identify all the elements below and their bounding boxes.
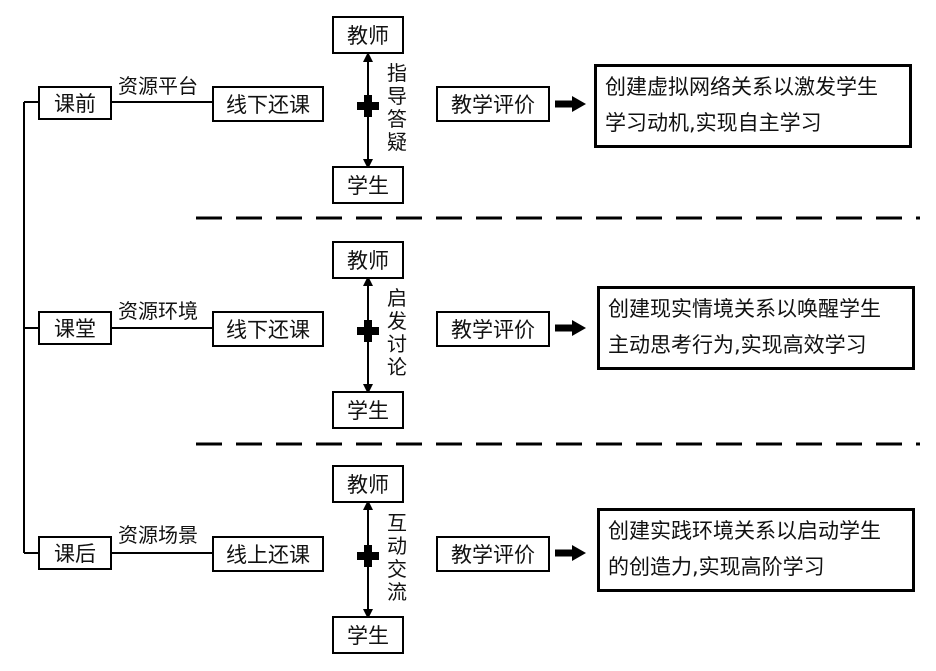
outcome-line-2: 的创造力,实现高阶学习 <box>608 555 825 579</box>
teacher-label: 教师 <box>347 249 389 273</box>
evaluation-arrow-2 <box>555 320 586 336</box>
evaluation-label: 教学评价 <box>451 93 535 117</box>
student-box-3: 学生 <box>332 616 404 654</box>
student-label: 学生 <box>347 399 389 423</box>
plus-icon <box>357 545 379 567</box>
phase-box-2: 课堂 <box>38 311 112 345</box>
plus-icon <box>357 95 379 117</box>
mode-box-1: 线下还课 <box>212 86 324 122</box>
interaction-label-2: 启发讨论 <box>387 286 407 379</box>
phase-box-1: 课前 <box>38 86 112 120</box>
student-label: 学生 <box>347 174 389 198</box>
outcome-line-1: 创建虚拟网络关系以激发学生 <box>605 75 878 99</box>
interaction-label-3: 互动交流 <box>387 511 407 604</box>
student-box-1: 学生 <box>332 166 404 204</box>
phase-box-3: 课后 <box>38 536 112 570</box>
evaluation-arrow-1 <box>555 96 586 112</box>
outcome-line-1: 创建实践环境关系以启动学生 <box>608 519 881 543</box>
phase-label: 课后 <box>54 542 96 566</box>
mode-box-3: 线上还课 <box>212 536 324 572</box>
outcome-box-1: 创建虚拟网络关系以激发学生 学习动机,实现自主学习 <box>594 64 912 148</box>
student-label: 学生 <box>347 624 389 648</box>
mode-box-2: 线下还课 <box>212 311 324 347</box>
teacher-box-3: 教师 <box>332 465 404 503</box>
evaluation-label: 教学评价 <box>451 543 535 567</box>
evaluation-box-3: 教学评价 <box>436 536 550 572</box>
outcome-line-2: 主动思考行为,实现高效学习 <box>608 333 867 357</box>
teacher-box-2: 教师 <box>332 241 404 279</box>
interaction-label-1: 指导答疑 <box>387 61 407 154</box>
evaluation-box-1: 教学评价 <box>436 86 550 122</box>
outcome-line-2: 学习动机,实现自主学习 <box>605 111 822 135</box>
resource-label-3: 资源场景 <box>118 523 198 547</box>
phase-label: 课前 <box>54 92 96 116</box>
evaluation-arrow-3 <box>555 545 586 561</box>
outcome-box-3: 创建实践环境关系以启动学生 的创造力,实现高阶学习 <box>597 508 915 592</box>
resource-label-2: 资源环境 <box>118 299 198 323</box>
teacher-label: 教师 <box>347 24 389 48</box>
plus-icon <box>357 320 379 342</box>
outcome-box-2: 创建现实情境关系以唤醒学生 主动思考行为,实现高效学习 <box>597 286 915 370</box>
teacher-label: 教师 <box>347 473 389 497</box>
teacher-box-1: 教师 <box>332 16 404 54</box>
mode-label: 线下还课 <box>226 93 310 117</box>
outcome-line-1: 创建现实情境关系以唤醒学生 <box>608 297 881 321</box>
student-box-2: 学生 <box>332 391 404 429</box>
evaluation-box-2: 教学评价 <box>436 311 550 347</box>
mode-label: 线下还课 <box>226 318 310 342</box>
phase-label: 课堂 <box>54 317 96 341</box>
evaluation-label: 教学评价 <box>451 318 535 342</box>
mode-label: 线上还课 <box>226 543 310 567</box>
resource-label-1: 资源平台 <box>118 74 198 98</box>
